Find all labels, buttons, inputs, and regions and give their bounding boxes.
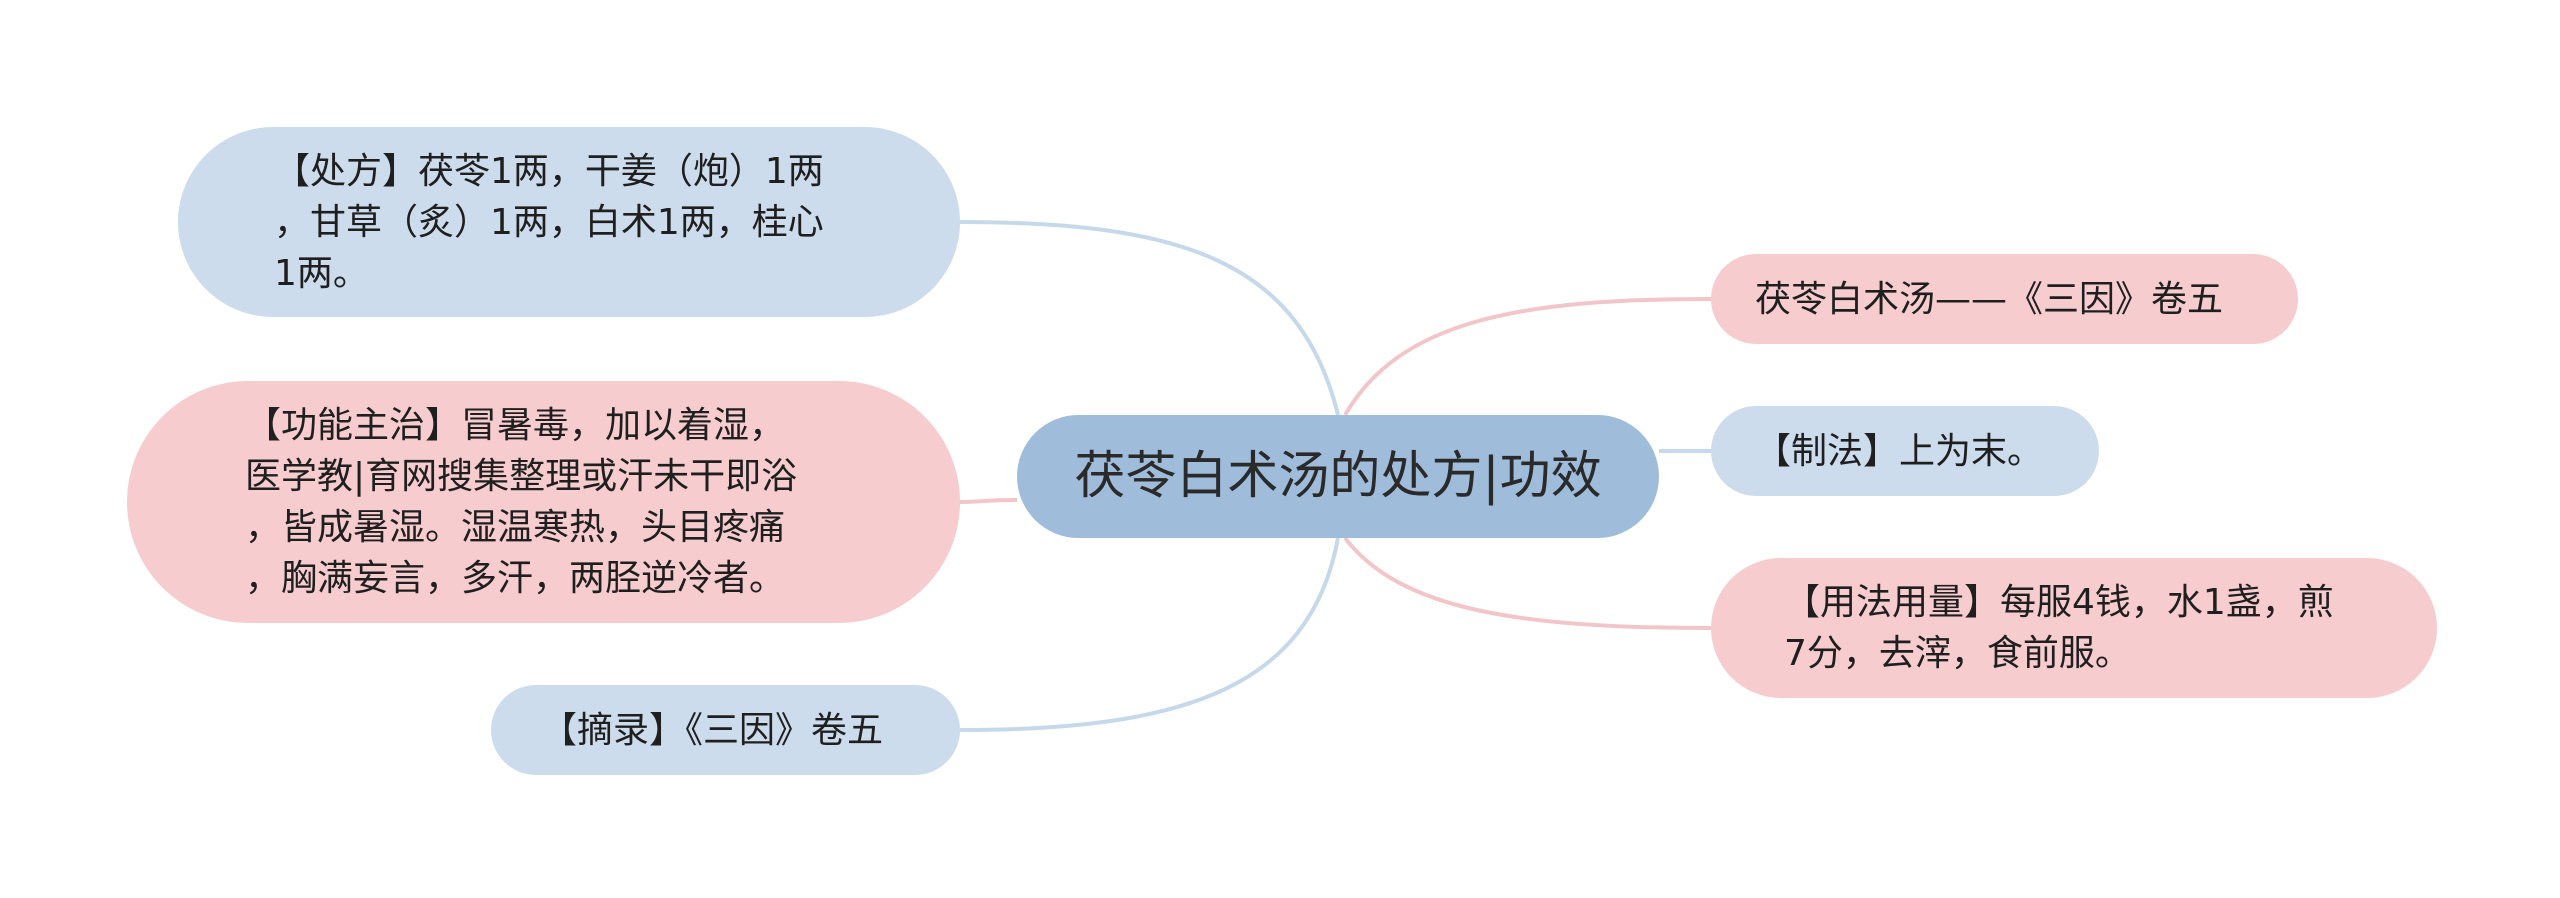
branch-usage[interactable]: 【用法用量】每服4钱，水1盏，煎 7分，去滓，食前服。 [1711, 558, 2437, 698]
branch-prescription[interactable]: 【处方】茯苓1两，干姜（炮）1两 ，甘草（炙）1两，白术1两，桂心 1两。 [178, 127, 960, 317]
branch-excerpt[interactable]: 【摘录】《三因》卷五 [491, 685, 960, 775]
branch-title[interactable]: 茯苓白术汤——《三因》卷五 [1711, 254, 2298, 344]
branch-method-text: 【制法】上为末。 [1755, 430, 2044, 472]
branch-function-text: 【功能主治】冒暑毒，加以着湿， 医学教|育网搜集整理或汗未干即浴 ，皆成暑湿。湿… [245, 405, 798, 599]
connector-prescription [959, 220, 1340, 416]
connector-title [1343, 297, 1712, 417]
central-topic-label: 茯苓白术汤的处方|功效 [1074, 447, 1602, 506]
central-topic[interactable]: 茯苓白术汤的处方|功效 [1017, 415, 1659, 538]
branch-function[interactable]: 【功能主治】冒暑毒，加以着湿， 医学教|育网搜集整理或汗未干即浴 ，皆成暑湿。湿… [127, 381, 960, 623]
connector-function [959, 498, 1018, 504]
connector-excerpt [959, 537, 1340, 732]
connector-usage [1343, 536, 1712, 630]
branch-method[interactable]: 【制法】上为末。 [1711, 406, 2099, 496]
branch-excerpt-text: 【摘录】《三因》卷五 [541, 709, 884, 751]
branch-title-text: 茯苓白术汤——《三因》卷五 [1755, 278, 2224, 320]
branch-prescription-text: 【处方】茯苓1两，干姜（炮）1两 ，甘草（炙）1两，白术1两，桂心 1两。 [274, 150, 824, 294]
branch-usage-text: 【用法用量】每服4钱，水1盏，煎 7分，去滓，食前服。 [1784, 582, 2334, 674]
